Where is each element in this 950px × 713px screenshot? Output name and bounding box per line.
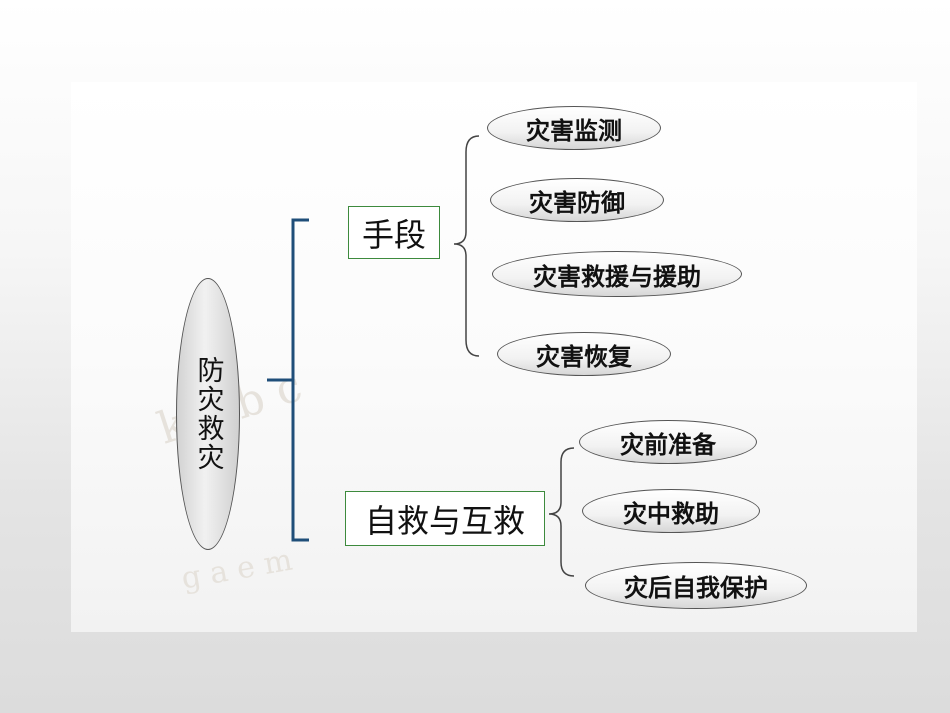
leaf-node: 灾害恢复	[497, 332, 671, 376]
root-node: 防灾救灾	[176, 278, 240, 550]
leaf-node: 灾前准备	[579, 420, 757, 464]
leaf-label: 灾害救援与援助	[533, 261, 701, 291]
sub-brace-1	[453, 135, 480, 357]
leaf-node: 灾害救援与援助	[492, 251, 742, 297]
leaf-label: 灾害防御	[529, 187, 625, 217]
branch-box-self-rescue: 自救与互救	[345, 491, 545, 546]
connector-lines	[267, 135, 575, 577]
leaf-node: 灾害防御	[490, 178, 664, 222]
sub-brace-2	[548, 447, 575, 577]
branch-label: 自救与互救	[364, 501, 525, 540]
root-label: 防灾救灾	[192, 356, 224, 472]
slide: k a b c g a e m 防灾救灾 手段 自救与互救 灾害监测 灾害防御 …	[71, 82, 917, 632]
leaf-label: 灾害监测	[526, 115, 622, 145]
branch-box-means: 手段	[348, 206, 440, 259]
leaf-label: 灾中救助	[623, 498, 719, 528]
leaf-node: 灾害监测	[487, 106, 661, 150]
leaf-label: 灾害恢复	[536, 341, 632, 371]
leaf-label: 灾后自我保护	[624, 573, 768, 602]
branch-label: 手段	[361, 215, 426, 254]
leaf-label: 灾前准备	[620, 429, 716, 459]
leaf-node: 灾后自我保护	[585, 562, 807, 609]
leaf-node: 灾中救助	[582, 489, 760, 533]
main-brace	[267, 218, 309, 542]
